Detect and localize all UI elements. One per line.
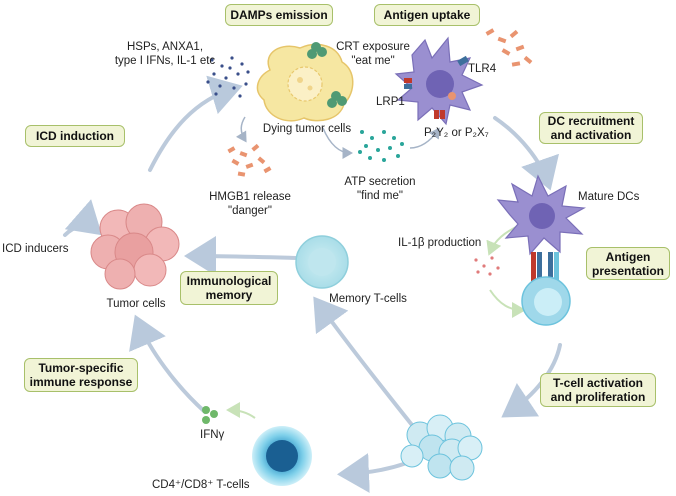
arrow-memory-to-tumor	[184, 236, 300, 277]
label-ifng: IFNγ	[200, 429, 225, 441]
box-antigen-uptake: Antigen uptake	[374, 4, 480, 26]
label-memory-t-cells: Memory T-cells	[329, 293, 407, 305]
receptor-icons	[404, 55, 469, 119]
atp-dots	[358, 130, 404, 162]
antigen-fragments	[485, 28, 533, 67]
mhc-tcr-icons	[531, 252, 559, 282]
label-tlr4: TLR4	[468, 63, 497, 75]
label-atp: ATP secretion "find me"	[344, 176, 416, 202]
label-damps: HSPs, ANXA1, type I IFNs, IL-1 etc	[114, 41, 216, 67]
crt-protein-icon	[307, 42, 347, 108]
il1b-dots	[474, 256, 500, 276]
arrow-icd-to-damps	[148, 75, 243, 172]
effector-t-cell	[252, 426, 312, 486]
green-arrows	[226, 224, 526, 419]
naive-t-cell	[521, 276, 571, 326]
box-icd-induction: ICD induction	[25, 125, 125, 147]
box-damps-emission: DAMPs emission	[225, 4, 333, 26]
hmgb1-particles	[227, 143, 272, 177]
label-lrp1: LRP1	[376, 96, 405, 108]
label-cd4-cd8: CD4⁺/CD8⁺ T-cells	[152, 479, 250, 491]
label-dying-tumor-cells: Dying tumor cells	[262, 123, 352, 135]
arrow-effector-to-tumor	[129, 314, 207, 414]
tumor-cell-cluster	[90, 203, 180, 290]
label-mature-dcs: Mature DCs	[578, 191, 640, 203]
label-tumor-cells: Tumor cells	[106, 298, 166, 310]
arrow-tcell-to-memory	[313, 296, 414, 427]
label-crt-exposure: CRT exposure "eat me"	[336, 41, 410, 67]
label-hmgb1: HMGB1 release "danger"	[209, 191, 291, 217]
arrow-inducers-to-tumor	[63, 199, 103, 237]
arrow-uptake-to-dc	[493, 116, 559, 191]
small-arrows	[235, 116, 440, 159]
mature-dendritic-cell	[496, 174, 586, 256]
ifng-icon	[202, 406, 218, 424]
dendritic-cell	[394, 36, 484, 126]
label-icd-inducers: ICD inducers	[2, 243, 69, 255]
label-il1b: IL-1β production	[398, 237, 482, 249]
label-p2-receptors: P₂Y₂ or P₂X₇	[424, 127, 489, 139]
memory-t-cell	[295, 235, 349, 289]
proliferating-t-cells	[400, 414, 483, 481]
damp-dots	[206, 56, 250, 98]
